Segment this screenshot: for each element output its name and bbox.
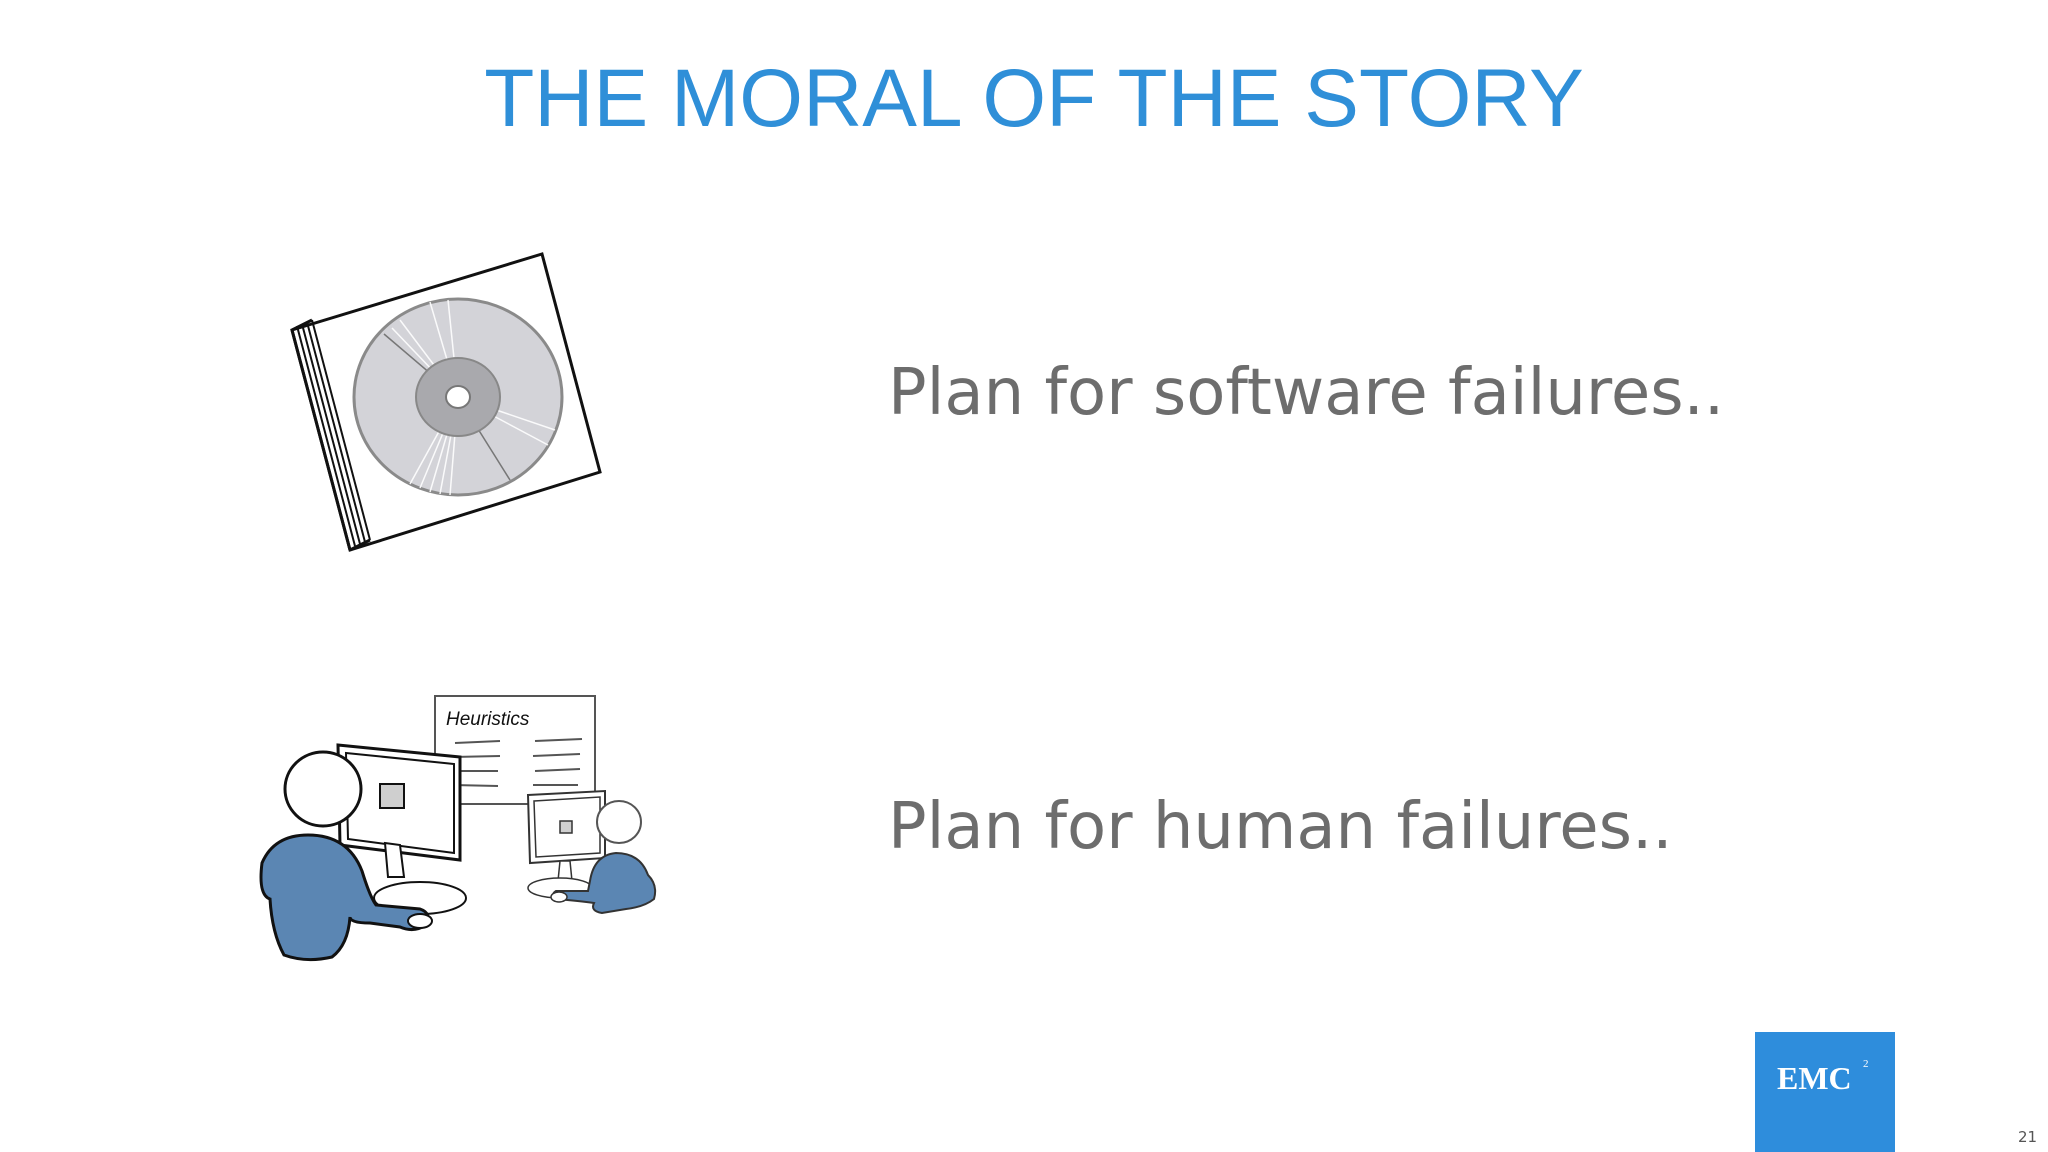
software-cd-icon (290, 252, 602, 552)
emc-logo: EMC 2 (1755, 1032, 1895, 1152)
emc-logo-superscript: 2 (1863, 1058, 1869, 1070)
heuristics-label: Heuristics (446, 709, 530, 730)
people-at-computers-icon: Heuristics (259, 695, 657, 962)
slide-title: THE MORAL OF THE STORY (484, 53, 1584, 144)
emc-logo-text: EMC (1777, 1060, 1852, 1096)
point-human-failures: Plan for human failures.. (888, 790, 1673, 864)
page-number: 21 (2018, 1128, 2038, 1146)
point-software-failures: Plan for software failures.. (888, 356, 1725, 430)
